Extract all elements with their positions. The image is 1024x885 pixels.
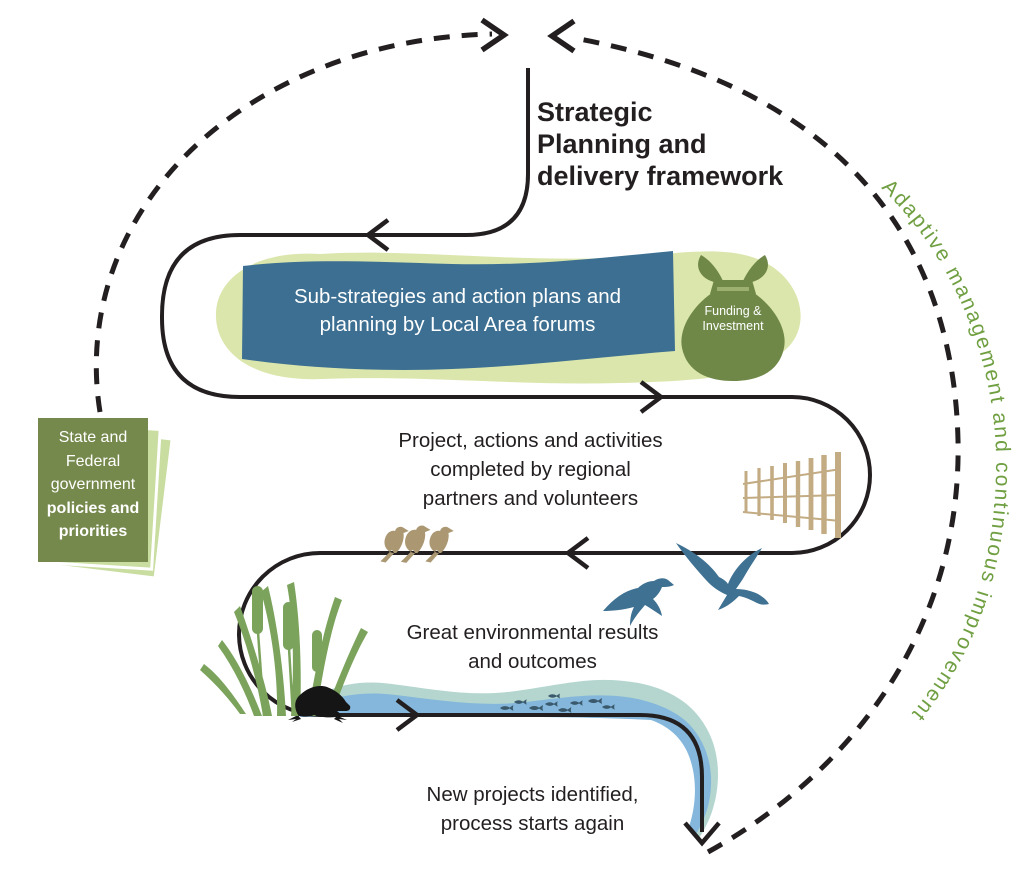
policies-card-label: State and Federal government policies an… [46,429,140,540]
fence-icon [742,452,842,538]
flow-path [160,68,872,832]
ibis-large [676,543,769,610]
policies-card [38,418,174,580]
arrow-left-icon [547,18,576,54]
outer-dashed-loop [93,17,961,855]
flying-ibis-icon [603,543,769,626]
bag-body [681,291,785,381]
cattail-reeds-icon [200,582,368,717]
bag-ear-right [743,255,768,283]
money-bag-icon [681,255,785,381]
page-title: Strategic Planning and delivery framewor… [537,96,857,192]
card-front [38,418,148,562]
arrow-right-icon [480,17,509,53]
bag-ear-left [698,255,723,283]
funding-investment-label: Funding & Investment [702,304,764,333]
title-line: Strategic [537,97,653,127]
flow-arrow-left-2 [564,536,590,570]
projects-step-label: Project, actions and activities complete… [398,429,663,510]
ibis-small [603,578,674,626]
dashed-arc-right [573,35,961,855]
flow-arrow-right-1 [639,380,665,414]
results-step-label: Great environmental results and outcomes [406,621,659,673]
adaptive-label: Adaptive management and continuous impro… [877,175,1014,726]
perched-birds-icon [380,525,454,563]
dashed-arc-left [93,31,493,413]
sub-strategies-banner [242,251,675,370]
flow-arrow-left-1 [364,218,390,252]
flow-arrow-right-2 [395,698,421,732]
bag-tie [717,287,749,291]
title-line: delivery framework [537,161,784,191]
title-line: Planning and [537,129,707,159]
restart-step-label: New projects identified, process starts … [426,783,639,835]
frog-icon [288,685,351,723]
sub-strategies-label: Sub-strategies and action plans and plan… [293,285,622,336]
flow-arrow-down [683,821,721,847]
flow-line [160,68,872,847]
